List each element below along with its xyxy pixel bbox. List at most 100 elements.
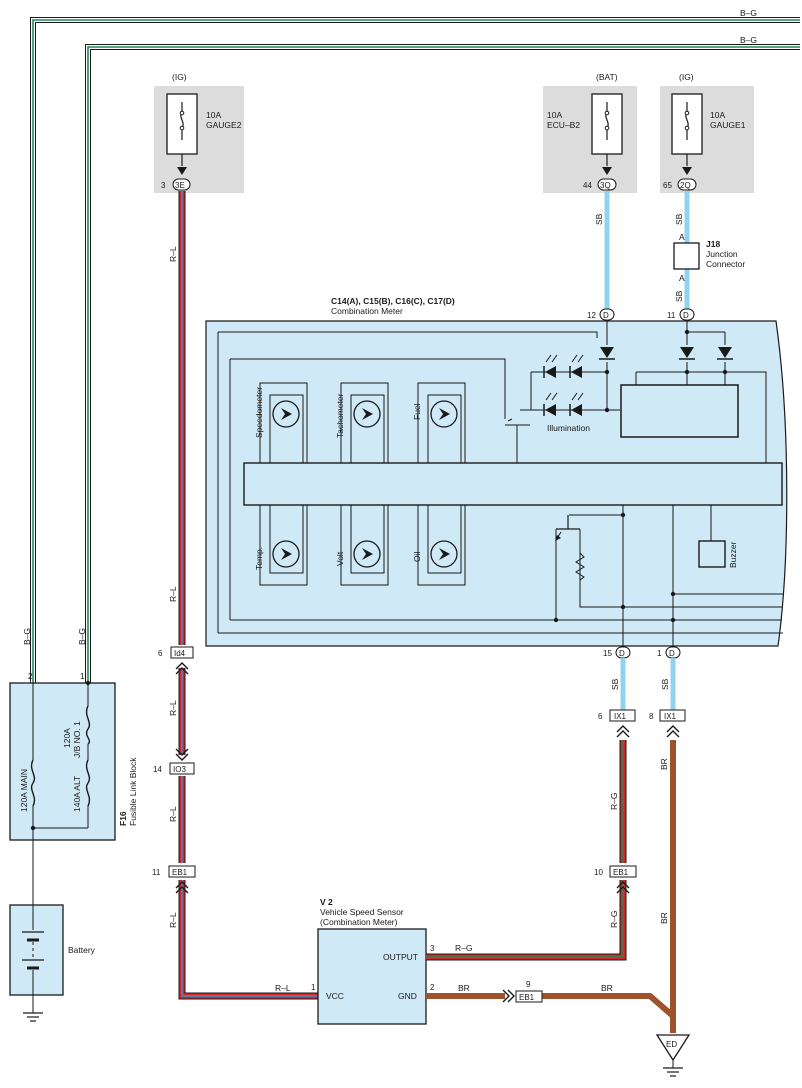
meter-pin1-conn: D [669,649,675,658]
battery-label: Battery [68,945,96,955]
illumination-leds [543,354,584,416]
rg-wire [426,740,627,961]
gauges-bottom [259,504,466,586]
gauges-top [259,382,466,464]
ground-label: ED [666,1040,677,1049]
meter-pin1: 1 [657,649,662,658]
connector-io3-name: IO3 [173,765,186,774]
wire-label-rl-bottom: R–L [168,912,178,928]
combination-meter: C14(A), C15(B), C16(C), C17(D) Combinati… [205,296,788,659]
gauge-dials [272,400,458,568]
connector-ix1-left: IX1 6 [598,709,636,738]
junction-line1: Junction [706,249,738,259]
connector-io3: IO3 14 [153,748,195,775]
connector-eb1-left-pin: 11 [152,868,161,877]
fuse-ecu-b2-pin: 44 [583,181,592,190]
meter-pin11: 11 [667,311,676,320]
sensor-line2: (Combination Meter) [320,917,398,927]
sensor-pin-output: 3 [430,944,435,953]
fuse-label-main: 120A MAIN [19,769,29,812]
wire-label-br-gnd1: BR [458,983,470,993]
fuse-gauge1-supply: (IG) [679,72,694,82]
meter-subtitle: Combination Meter [331,306,403,316]
fuse-gauge2-conn: 3E [175,181,185,190]
rl-wire [178,191,318,1000]
ground-ed: ED [655,1034,691,1077]
connector-eb1-right-pin: 10 [594,868,603,877]
meter-pin12: 12 [587,311,596,320]
junction-pin-bottom: A [679,273,685,283]
meter-pin12-conn: D [603,311,609,320]
wire-label-sb-ecu: SB [594,213,604,225]
connector-ix1-left-name: IX1 [614,712,627,721]
fuse-gauge1-conn: 2Q [680,181,691,190]
connector-io3-pin: 14 [153,765,162,774]
wire-label-sb-g1-b: SB [674,290,684,302]
connector-ix1-right-pin: 8 [649,712,654,721]
wire-label-bg-left: B–G [22,628,32,645]
bg-wire-outer [30,17,800,683]
fuse-gauge2-supply: (IG) [172,72,187,82]
gauge-label-temp: Temp. [254,547,264,570]
fuse-gauge1-pin: 65 [663,181,672,190]
fuse-gauge1-rating: 10A [710,110,725,120]
junction-line2: Connector [706,259,745,269]
wire-label-sb-15: SB [610,678,620,690]
gauge-label-volt: Volt [335,551,345,566]
wire-label-top1: B–G [740,8,757,18]
gauge-label-speedometer: Speedometer [254,387,264,438]
br-wire [426,740,676,1033]
connector-eb1-right-name: EB1 [613,868,629,877]
fuse-gauge1-name: GAUGE1 [710,120,746,130]
sensor-line1: Vehicle Speed Sensor [320,907,404,917]
connector-eb1-left: EB1 11 [152,865,196,894]
connector-id4-name: Id4 [174,649,186,658]
sensor-id: V 2 [320,897,333,907]
fuse-label-jb-rating: 120A [62,728,72,748]
fuse-label-alt: 140A ALT [72,776,82,812]
wire-label-rl-vcc: R–L [275,983,291,993]
connector-ix1-right: IX1 8 [649,709,686,738]
connector-id4: Id4 6 [158,646,194,675]
sensor-output: OUTPUT [383,952,418,962]
wire-label-br-gnd2: BR [601,983,613,993]
wire-label-rg-out: R–G [455,943,472,953]
sensor-vcc: VCC [326,991,344,1001]
vehicle-speed-sensor: V 2 Vehicle Speed Sensor (Combination Me… [311,897,435,1025]
meter-pin11-conn: D [683,311,689,320]
sensor-pin-vcc: 1 [311,983,316,992]
fuse-ecu-b2: (BAT) 10A ECU–B2 3Q 44 [543,72,637,193]
connector-eb1-left-name: EB1 [172,868,188,877]
junction-pin-top: A [679,232,685,242]
wire-label-rl-upper: R–L [168,246,178,262]
wire-label-sb-g1-a: SB [674,213,684,225]
junction-id: J18 [706,239,720,249]
junction-j18: A A J18 Junction Connector [673,232,745,283]
wire-label-br-upper: BR [659,758,669,770]
connector-id4-pin: 6 [158,649,163,658]
meter-title: C14(A), C15(B), C16(C), C17(D) [331,296,455,306]
fuse-ecu-b2-supply: (BAT) [596,72,618,82]
fusible-link-name: Fusible Link Block [128,757,138,826]
connector-eb1-gnd-pin: 9 [526,980,531,989]
fusible-link-block: 2 1 120A MAIN 120A J/B NO. 1 140A ALT F1… [9,672,138,841]
sensor-pin-gnd: 2 [430,983,435,992]
meter-pin15-conn: D [619,649,625,658]
fuse-gauge1: (IG) 10A GAUGE1 2Q 65 [660,72,754,193]
meter-pin15: 15 [603,649,612,658]
wire-label-rg-upper: R–G [609,793,619,810]
battery: Battery [9,828,96,1022]
connector-eb1-right: EB1 10 [594,865,637,894]
fuse-ecu-b2-rating: 10A [547,110,562,120]
meter-illumination: Illumination [547,423,590,433]
wire-label-rl-lower: R–L [168,700,178,716]
fuse-gauge2-rating: 10A [206,110,221,120]
fusible-link-pin2: 2 [28,672,33,681]
wire-label-rl-mid: R–L [168,586,178,602]
fuse-ecu-b2-name: ECU–B2 [547,120,580,130]
meter-buzzer: Buzzer [728,541,738,568]
gauge-label-tachometer: Tachometer [335,393,345,438]
gauge-label-oil: Oil [412,552,422,563]
fuse-gauge2-name: GAUGE2 [206,120,242,130]
